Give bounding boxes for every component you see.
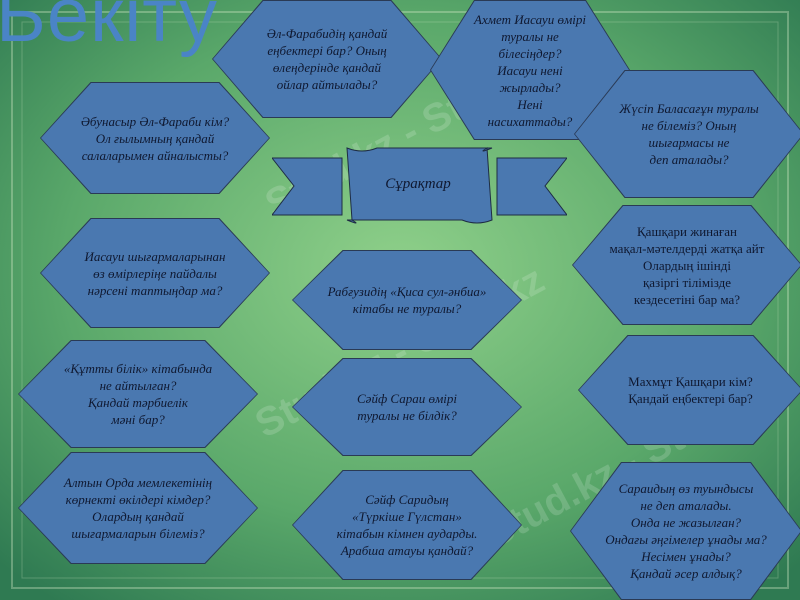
question-card[interactable]: Ахмет Иасауи өмірі туралы не білесіңдер?… — [431, 1, 629, 139]
banner-label: Сұрақтар — [385, 176, 451, 192]
question-text: Ахмет Иасауи өмірі туралы не білесіңдер?… — [474, 11, 586, 129]
question-card[interactable]: Рабғузидің «Қиса сул-әнбиа» кітабы не ту… — [293, 251, 521, 349]
question-card[interactable]: Жүсіп Баласағұн туралы не білеміз? Оның … — [575, 71, 800, 197]
banner-ribbon — [272, 147, 567, 224]
question-card[interactable]: Әл-Фарабидің қандай еңбектері бар? Оның … — [213, 1, 441, 117]
question-card[interactable]: Сәйф Саридың «Түркіше Гүлстан» кітабын к… — [293, 471, 521, 579]
question-card[interactable]: Сараидың өз туындысы не деп аталады. Онд… — [571, 463, 800, 599]
question-card[interactable]: Алтын Орда мемлекетінің көрнекті өкілдер… — [19, 453, 257, 563]
slide-title: Бекіту — [0, 0, 218, 58]
question-text: Сәйф Сараи өмірі туралы не білдік? — [357, 391, 457, 423]
question-text: Қашқари жинаған мақал-мәтелдерді жатқа а… — [609, 223, 765, 307]
question-card[interactable]: Әбунасыр Әл-Фараби кім? Ол ғылымның қанд… — [41, 83, 269, 193]
question-card[interactable]: Сәйф Сараи өмірі туралы не білдік? — [293, 359, 521, 455]
question-text: Әл-Фарабидің қандай еңбектері бар? Оның … — [266, 26, 388, 92]
question-card[interactable]: Иасауи шығармаларынан өз өмірлеріңе пайд… — [41, 219, 269, 327]
question-text: Жүсіп Баласағұн туралы не білеміз? Оның … — [619, 101, 759, 167]
question-text: «Құтты білік» кітабында не айтылған? Қан… — [63, 361, 213, 427]
question-text: Махмұт Қашқари кім? Қандай еңбектері бар… — [628, 374, 753, 406]
question-card[interactable]: «Құтты білік» кітабында не айтылған? Қан… — [19, 341, 257, 447]
question-text: Әбунасыр Әл-Фараби кім? Ол ғылымның қанд… — [80, 113, 230, 163]
question-text: Алтын Орда мемлекетінің көрнекті өкілдер… — [63, 475, 213, 541]
question-text: Иасауи шығармаларынан өз өмірлеріңе пайд… — [84, 248, 226, 298]
question-text: Рабғузидің «Қиса сул-әнбиа» кітабы не ту… — [327, 284, 487, 316]
question-card[interactable]: Қашқари жинаған мақал-мәтелдерді жатқа а… — [573, 206, 800, 324]
question-text: Сәйф Саридың «Түркіше Гүлстан» кітабын к… — [336, 492, 478, 558]
question-text: Сараидың өз туындысы не деп аталады. Онд… — [605, 481, 767, 581]
question-card[interactable]: Махмұт Қашқари кім? Қандай еңбектері бар… — [579, 336, 800, 444]
